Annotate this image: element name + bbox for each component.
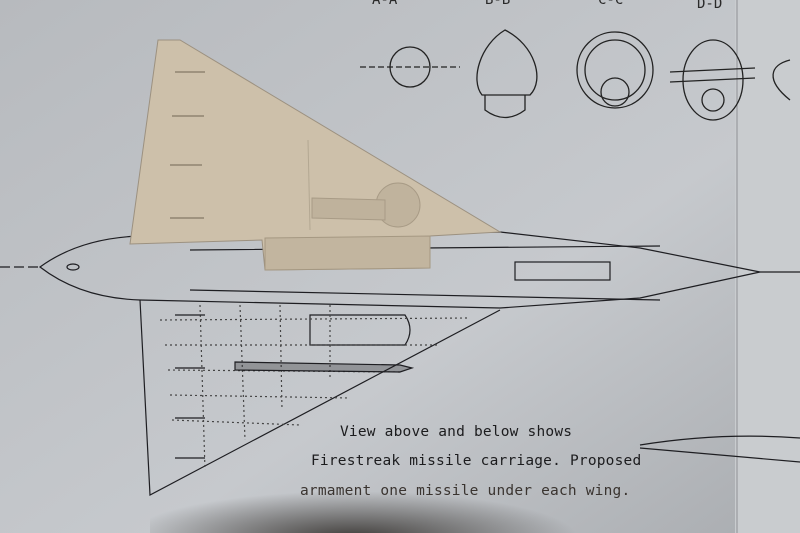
caption-line-3: armament one missile under each wing. — [300, 483, 631, 499]
section-label-b: B-B — [485, 0, 511, 8]
section-label-a: A-A — [372, 0, 398, 8]
caption-line-2: Firestreak missile carriage. Proposed — [311, 453, 642, 469]
caption-line-1: View above and below shows — [340, 424, 573, 440]
section-label-d: D-D — [697, 0, 723, 12]
section-label-c: C-C — [598, 0, 624, 8]
resin-wing-part — [129, 39, 502, 271]
section-views — [360, 29, 791, 121]
